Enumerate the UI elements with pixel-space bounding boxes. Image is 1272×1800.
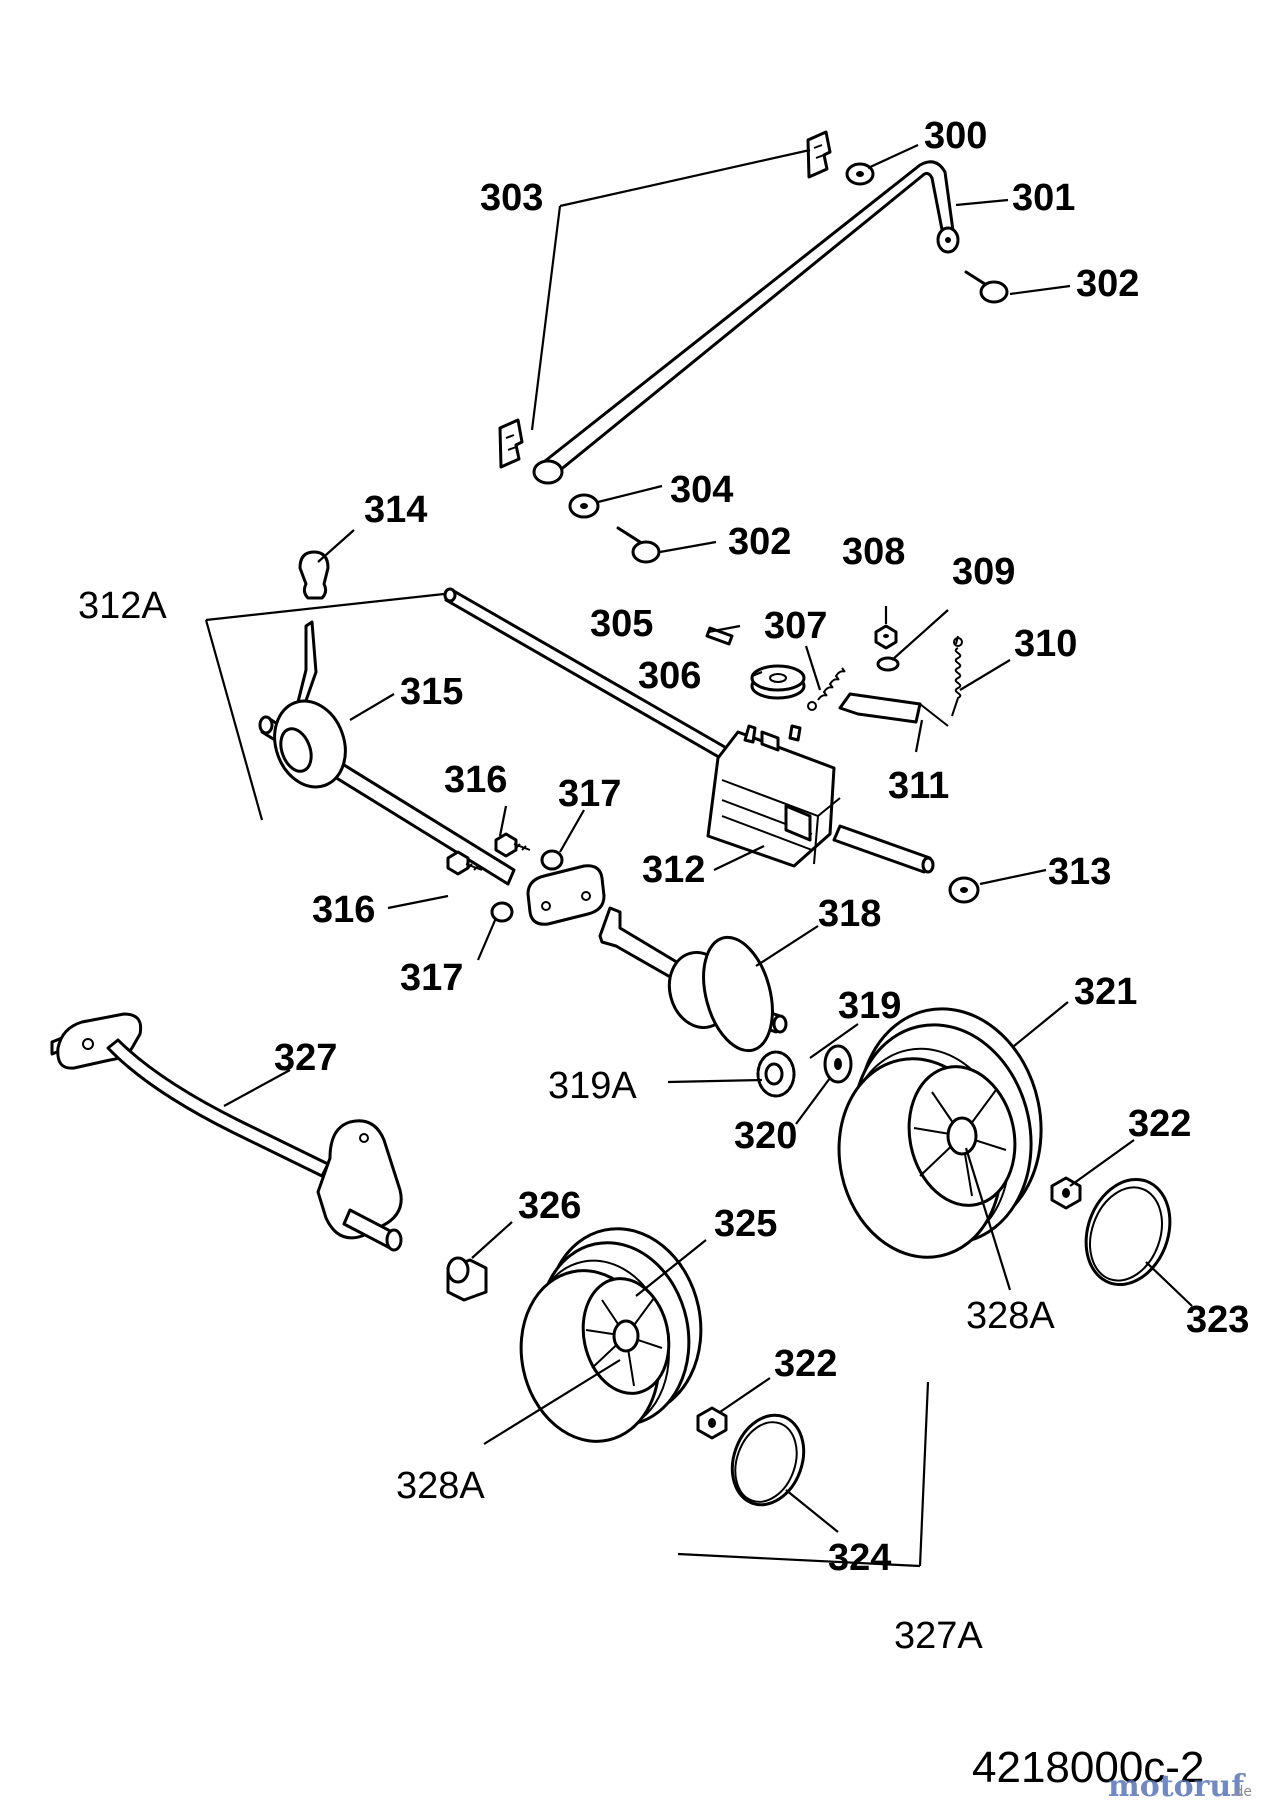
label-318: 318: [818, 893, 881, 935]
part-327-bracket: [50, 1012, 403, 1252]
label-325: 325: [714, 1203, 777, 1245]
part-326-spacer: [446, 1256, 488, 1302]
label-322: 322: [1128, 1103, 1191, 1145]
label-322: 322: [774, 1343, 837, 1385]
label-328A: 328A: [396, 1465, 485, 1507]
part-317-washer-top: [540, 849, 564, 871]
label-309: 309: [952, 551, 1015, 593]
label-310: 310: [1014, 623, 1077, 665]
leader-lines: [204, 144, 1193, 1568]
label-327A: 327A: [894, 1615, 983, 1657]
part-316-screw-bottom: [446, 850, 483, 876]
label-311: 311: [888, 765, 949, 807]
label-313: 313: [1048, 851, 1111, 893]
label-321: 321: [1074, 971, 1137, 1013]
watermark-suffix: .de: [1230, 1784, 1252, 1800]
label-324: 324: [828, 1537, 891, 1579]
part-314-knob: [298, 550, 330, 600]
label-320: 320: [734, 1115, 797, 1157]
label-326: 326: [518, 1185, 581, 1227]
label-323: 323: [1186, 1299, 1249, 1341]
part-318-axle-hub: [598, 906, 788, 1053]
part-311-plate: [838, 692, 949, 727]
watermark-text: motoruf: [1108, 1769, 1246, 1800]
part-322-nut-front: [1050, 1176, 1082, 1210]
label-302: 302: [728, 521, 791, 563]
part-301-rod: [532, 160, 960, 485]
label-327: 327: [274, 1037, 337, 1079]
label-308: 308: [842, 531, 905, 573]
label-302: 302: [1076, 263, 1139, 305]
label-300: 300: [924, 115, 987, 157]
label-319A: 319A: [548, 1065, 637, 1107]
part-302-pin-top: [964, 270, 1009, 304]
part-316-screw-top: [494, 832, 531, 858]
label-317: 317: [400, 957, 463, 999]
label-303: 303: [480, 177, 543, 219]
part-320-washer: [823, 1044, 853, 1084]
label-305: 305: [590, 603, 653, 645]
part-325-wheel-rear: [519, 1227, 703, 1443]
part-308-nut: [874, 624, 898, 650]
label-314: 314: [364, 489, 427, 531]
part-313-washer: [948, 876, 980, 904]
watermark-logo: motoruf .de: [1108, 1769, 1252, 1800]
part-319A-gear: [756, 1050, 796, 1098]
part-324-hubcap: [730, 1413, 806, 1507]
label-316: 316: [312, 889, 375, 931]
document-number: 4218000c-2: [972, 1743, 1204, 1792]
label-307: 307: [764, 605, 827, 647]
part-304-washer: [568, 493, 600, 519]
label-306: 306: [638, 655, 701, 697]
label-316: 316: [444, 759, 507, 801]
label-317: 317: [558, 773, 621, 815]
part-303-clip-bottom: [498, 418, 524, 469]
part-labels: 300 301 302 303 304 302 314 312A 305 307…: [78, 115, 1249, 1657]
label-319: 319: [838, 985, 901, 1027]
label-301: 301: [1012, 177, 1075, 219]
part-310-spring: [951, 635, 963, 717]
part-322-nut-rear: [696, 1406, 728, 1440]
part-300-washer: [845, 162, 875, 186]
label-315: 315: [400, 671, 463, 713]
part-315-lever-assembly: [258, 620, 516, 886]
part-317-washer-bottom: [490, 901, 514, 923]
part-307-spring: [807, 667, 846, 711]
label-312A: 312A: [78, 585, 167, 627]
part-323-hubcap: [1084, 1177, 1172, 1287]
label-312: 312: [642, 849, 705, 891]
part-bracket-plate: [526, 864, 606, 926]
label-328A: 328A: [966, 1295, 1055, 1337]
part-321-wheel-front: [837, 1007, 1043, 1259]
part-303-clip-top: [806, 130, 832, 179]
part-312-gearbox: [706, 724, 935, 874]
part-309-washer: [876, 656, 900, 672]
part-306-pulley: [750, 664, 806, 700]
part-302-pin-bottom: [616, 526, 661, 564]
label-304: 304: [670, 469, 733, 511]
